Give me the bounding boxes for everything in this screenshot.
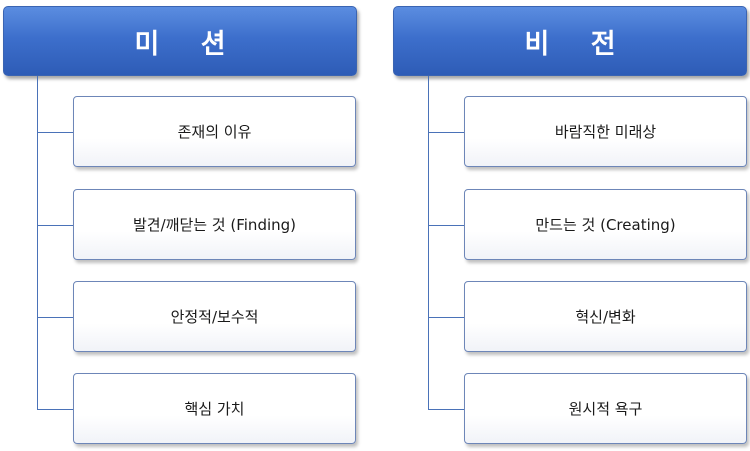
vision-title: 비 전 xyxy=(524,28,632,60)
mission-item-2-label: 발견/깨닫는 것 (Finding) xyxy=(132,216,297,234)
mission-connector-trunk xyxy=(37,76,38,409)
mission-item-1: 존재의 이유 xyxy=(73,96,356,167)
mission-item-3-label: 안정적/보수적 xyxy=(170,308,259,326)
vision-connector-trunk xyxy=(428,76,429,409)
vision-item-1: 바람직한 미래상 xyxy=(464,96,747,167)
mission-connector-branch-2 xyxy=(37,225,73,226)
vision-item-4: 원시적 욕구 xyxy=(464,373,747,444)
mission-connector-branch-1 xyxy=(37,132,73,133)
vision-item-4-label: 원시적 욕구 xyxy=(568,400,643,418)
vision-connector-branch-2 xyxy=(428,225,464,226)
mission-title: 미 션 xyxy=(134,28,242,60)
mission-item-4: 핵심 가치 xyxy=(73,373,356,444)
mission-item-4-label: 핵심 가치 xyxy=(184,400,245,418)
vision-item-3-label: 혁신/변화 xyxy=(575,308,636,326)
vision-item-2-label: 만드는 것 (Creating) xyxy=(535,216,676,234)
mission-item-2: 발견/깨닫는 것 (Finding) xyxy=(73,189,356,260)
vision-header: 비 전 xyxy=(393,6,747,76)
vision-connector-branch-3 xyxy=(428,317,464,318)
mission-header: 미 션 xyxy=(3,6,357,76)
vision-connector-branch-4 xyxy=(428,409,464,410)
mission-connector-branch-3 xyxy=(37,317,73,318)
vision-item-3: 혁신/변화 xyxy=(464,281,747,352)
mission-item-3: 안정적/보수적 xyxy=(73,281,356,352)
vision-item-1-label: 바람직한 미래상 xyxy=(554,123,657,141)
vision-connector-branch-1 xyxy=(428,132,464,133)
vision-item-2: 만드는 것 (Creating) xyxy=(464,189,747,260)
mission-connector-branch-4 xyxy=(37,409,73,410)
mission-item-1-label: 존재의 이유 xyxy=(177,123,252,141)
